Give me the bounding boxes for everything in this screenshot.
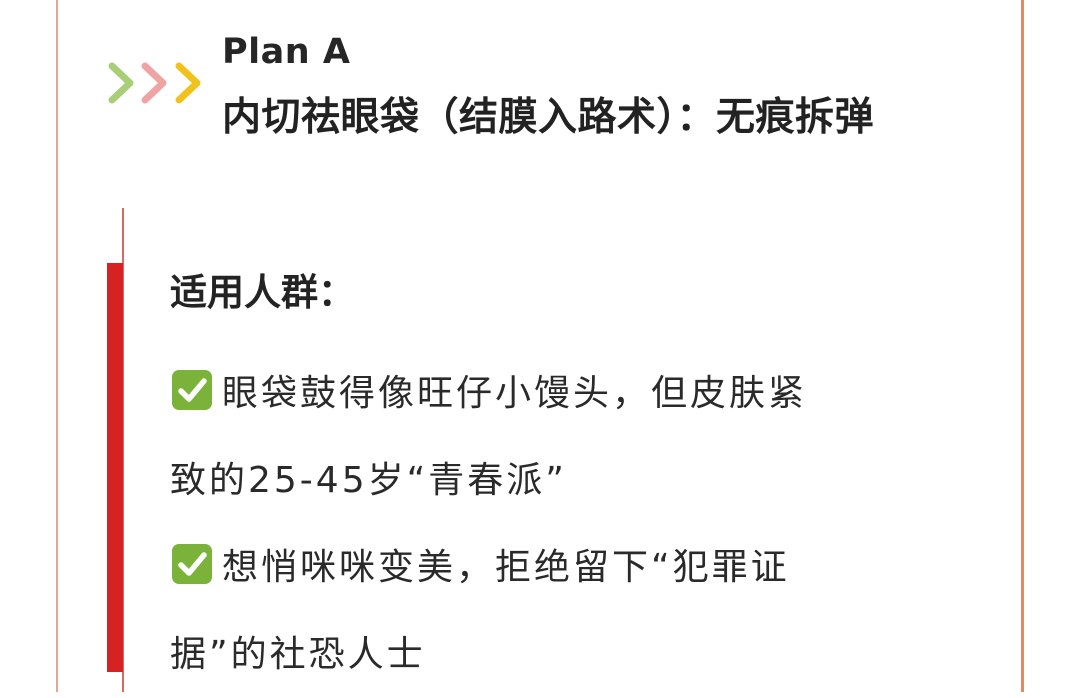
list-item-line: 眼袋鼓得像旺仔小馒头，但皮肤紧 [170, 350, 950, 437]
list-item-line: 据”的社恐人士 [170, 634, 426, 675]
list-item-line: 致的25-45岁“青春派” [170, 460, 567, 501]
check-box-icon [172, 370, 212, 410]
list-item-text: 想悄咪咪变美，拒绝留下“犯罪证 [222, 547, 790, 588]
list-item: 想悄咪咪变美，拒绝留下“犯罪证 据”的社恐人士 [170, 524, 950, 698]
plan-label: Plan A [222, 32, 351, 72]
triple-chevron-right-icon [108, 62, 201, 104]
check-box-icon [172, 544, 212, 584]
frame-line-right [1021, 0, 1024, 692]
frame-line-left [56, 0, 58, 692]
section-heading: 适用人群： [170, 271, 355, 314]
list-item-text: 眼袋鼓得像旺仔小馒头，但皮肤紧 [222, 373, 808, 414]
section-divider-line [122, 208, 124, 692]
list-item: 眼袋鼓得像旺仔小馒头，但皮肤紧 致的25-45岁“青春派” [170, 350, 950, 524]
list-item-line: 想悄咪咪变美，拒绝留下“犯罪证 [170, 524, 950, 611]
section-accent-bar [107, 263, 123, 672]
plan-header: Plan A 内切祛眼袋（结膜入路术）：无痕拆弹 [222, 30, 1002, 142]
plan-title: 内切祛眼袋（结膜入路术）：无痕拆弹 [222, 95, 875, 140]
target-audience-section: 适用人群： 眼袋鼓得像旺仔小馒头，但皮肤紧 致的25-45岁“青春派” 想悄咪咪… [170, 266, 1010, 698]
